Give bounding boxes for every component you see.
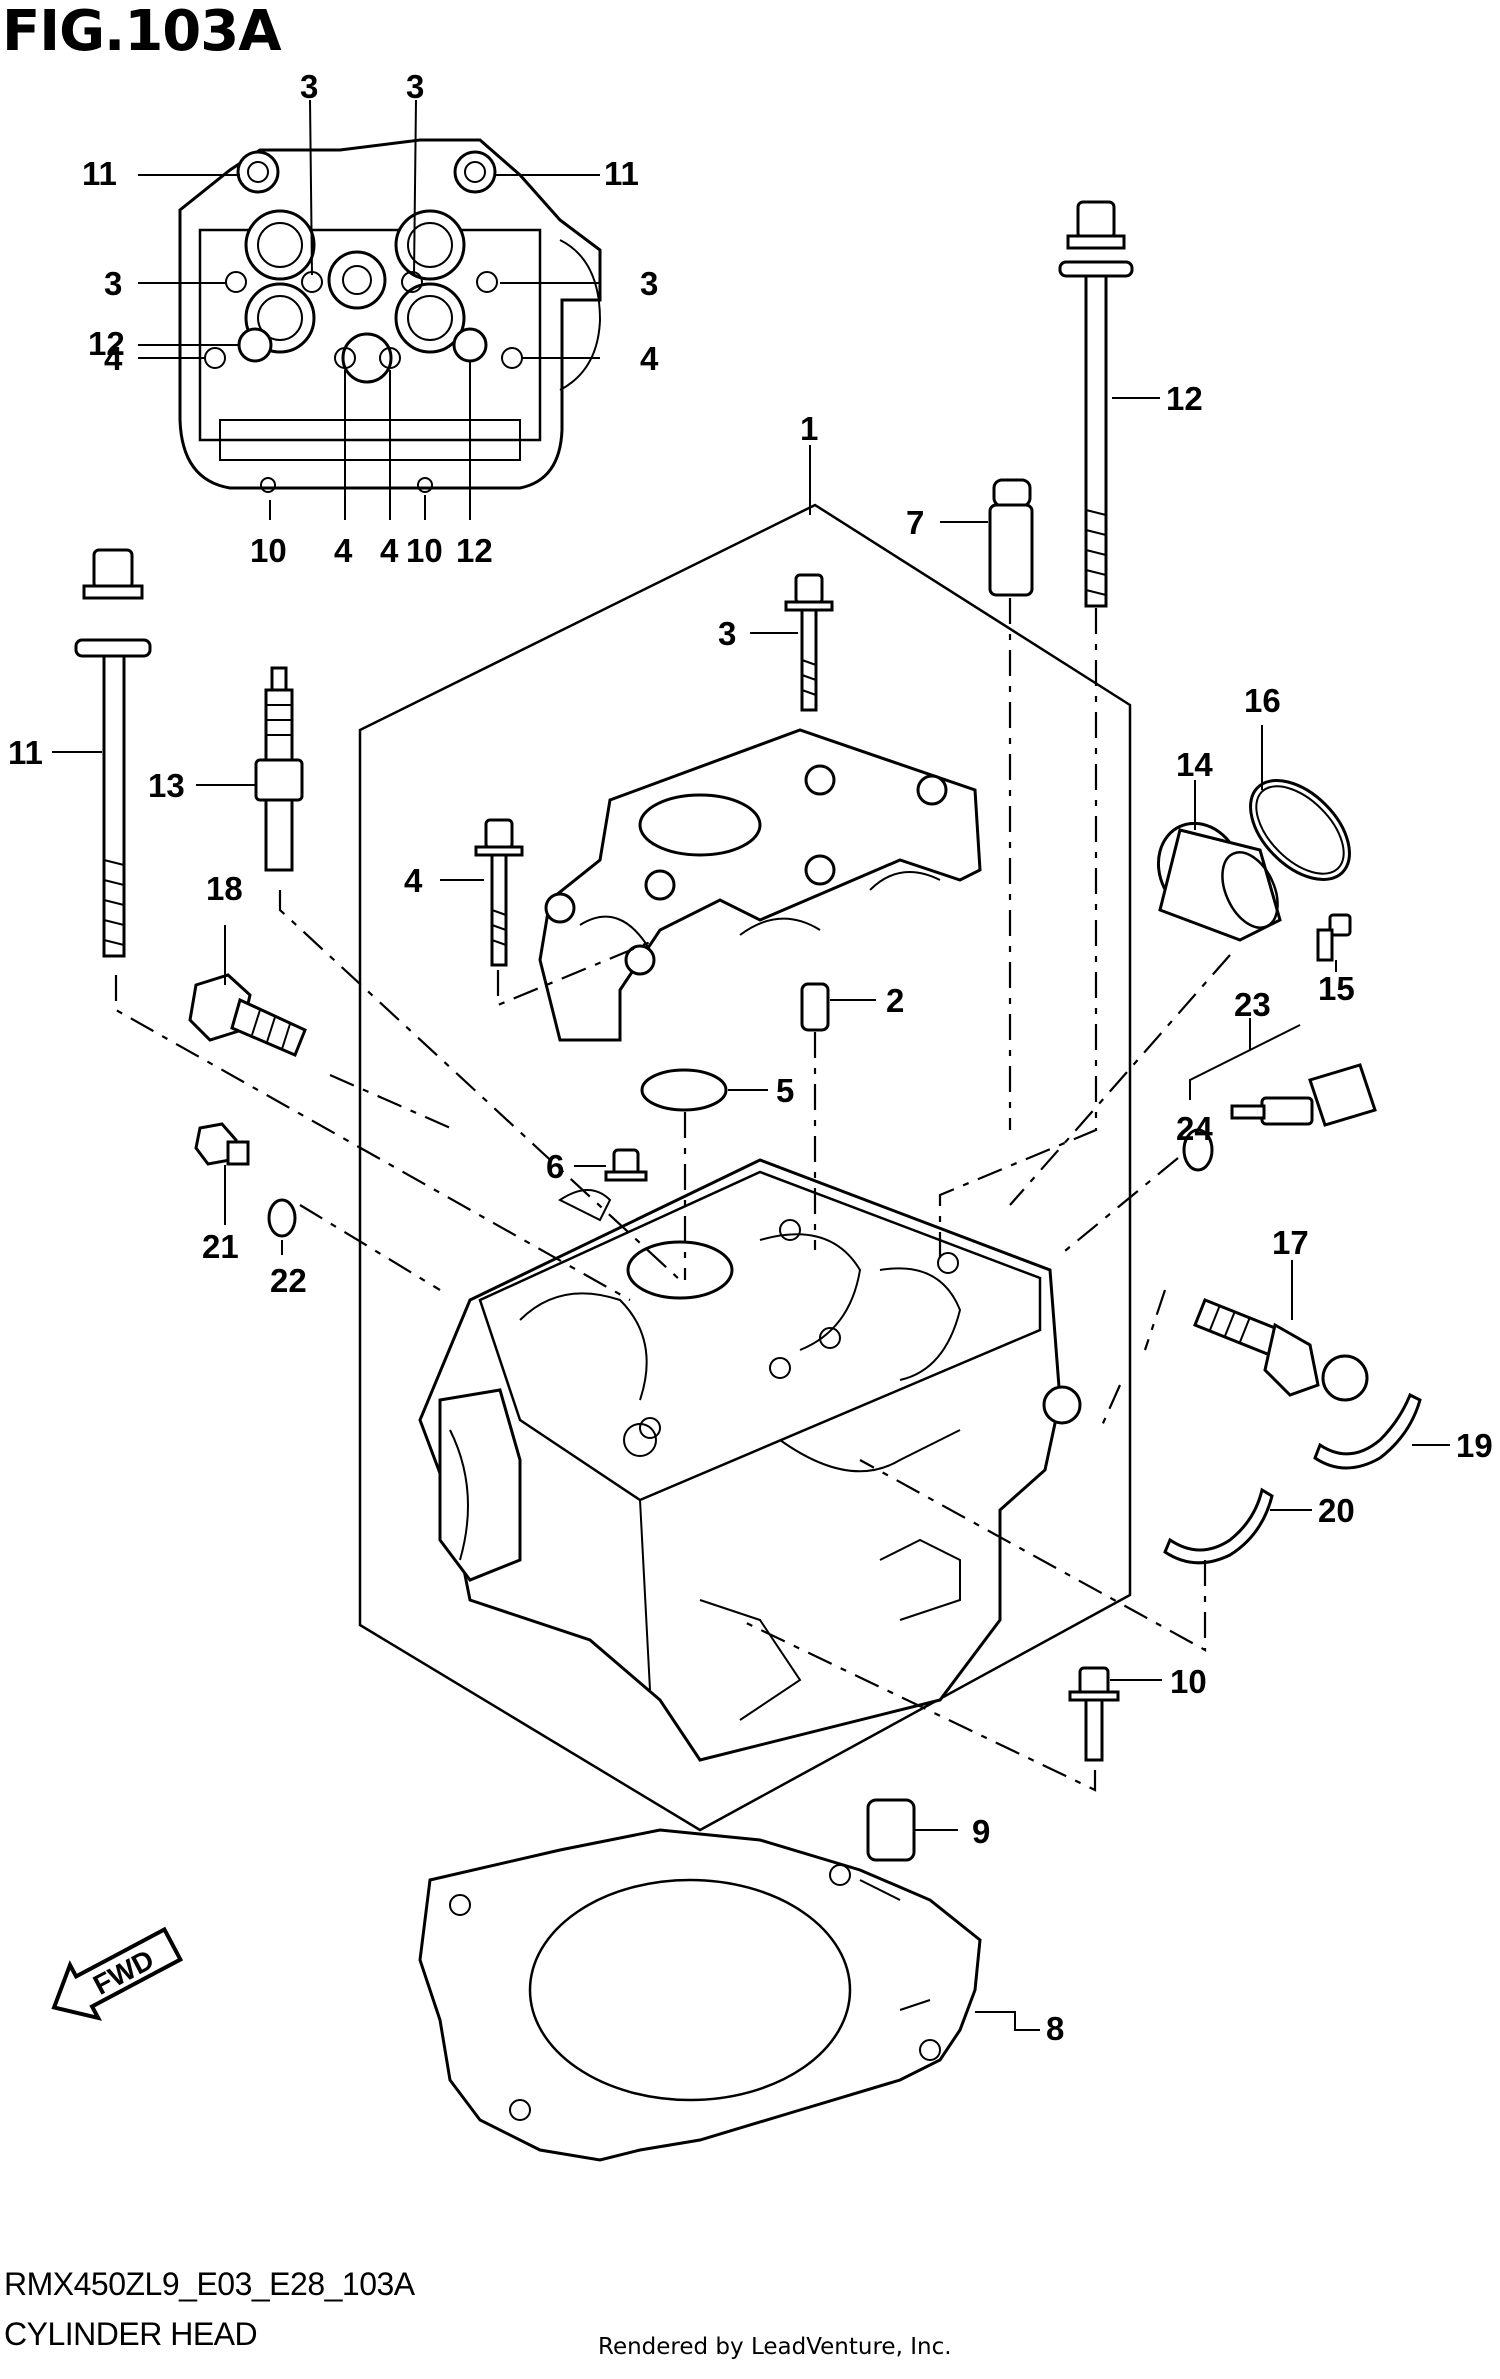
callout-top-3b: 3 xyxy=(406,68,424,105)
callout-top-11l: 11 xyxy=(82,155,117,192)
render-credit: Rendered by LeadVenture, Inc. xyxy=(598,2334,952,2360)
callout-23: 23 xyxy=(1234,986,1271,1023)
callout-20: 20 xyxy=(1318,1492,1355,1529)
callout-top-3a: 3 xyxy=(300,68,318,105)
callout-3: 3 xyxy=(718,615,736,652)
bolt-17 xyxy=(1193,1298,1369,1402)
callout-5: 5 xyxy=(776,1072,794,1109)
callout-7: 7 xyxy=(906,504,924,541)
o-ring-5 xyxy=(640,1068,728,1112)
spark-plug-13 xyxy=(254,666,304,872)
callout-22: 22 xyxy=(270,1262,307,1299)
callout-17: 17 xyxy=(1272,1224,1309,1261)
sensor-23 xyxy=(1230,1063,1377,1127)
callout-top-3c: 3 xyxy=(104,265,122,302)
clamp-16 xyxy=(1249,779,1351,881)
bolt-11 xyxy=(74,548,152,958)
callout-12: 12 xyxy=(1166,380,1203,417)
figure-name: CYLINDER HEAD xyxy=(4,2316,258,2352)
callout-top-3d: 3 xyxy=(640,265,658,302)
callout-top-4l: 4 xyxy=(104,340,123,377)
callout-top-4c: 4 xyxy=(380,532,399,569)
callout-24: 24 xyxy=(1176,1110,1213,1147)
callout-4: 4 xyxy=(404,862,423,899)
callout-1: 1 xyxy=(800,410,818,447)
callout-11: 11 xyxy=(8,734,43,771)
camshaft-holder xyxy=(538,728,982,1042)
head-gasket-8 xyxy=(418,1828,982,2162)
dowel-pin-2 xyxy=(800,982,830,1032)
callout-top-11r: 11 xyxy=(604,155,639,192)
fwd-arrow-icon: FWD xyxy=(51,1926,184,2021)
assembly-boundary xyxy=(358,503,1132,1832)
bolt-3 xyxy=(784,573,834,712)
callout-2: 2 xyxy=(886,982,904,1019)
callout-top-12: 12 xyxy=(88,325,125,362)
dowel-9 xyxy=(866,1798,916,1862)
callout-14: 14 xyxy=(1176,746,1213,783)
callout-8: 8 xyxy=(1046,2010,1064,2047)
callout-top-10a: 10 xyxy=(250,532,287,569)
callout-top-4r: 4 xyxy=(640,340,659,377)
bolt-4 xyxy=(474,818,524,967)
cylinder-head-1 xyxy=(418,1158,1082,1762)
intake-pipe-14 xyxy=(1156,821,1282,942)
callout-10: 10 xyxy=(1170,1663,1207,1700)
bolt-12 xyxy=(1058,200,1134,608)
callout-18: 18 xyxy=(206,870,243,907)
washer-22 xyxy=(267,1198,297,1238)
callout-19: 19 xyxy=(1456,1427,1493,1464)
figure-title: FIG.103A xyxy=(2,0,282,64)
callout-21: 21 xyxy=(202,1228,239,1265)
clip-19 xyxy=(1313,1392,1422,1470)
callout-6: 6 xyxy=(546,1148,564,1185)
figure-code: RMX450ZL9_E03_E28_103A xyxy=(4,2266,415,2302)
lifter-7 xyxy=(988,478,1034,597)
clip-20 xyxy=(1163,1487,1274,1565)
callout-labels: 3 3 11 11 3 3 12 4 4 10 4 4 10 12 1 2 3 … xyxy=(8,68,1493,2047)
callout-top-10b: 10 xyxy=(406,532,443,569)
screw-15 xyxy=(1316,913,1352,962)
top-view-inset xyxy=(138,99,602,520)
callout-16: 16 xyxy=(1244,682,1281,719)
bolt-21 xyxy=(194,1122,250,1166)
callout-top-12b: 12 xyxy=(456,532,493,569)
callout-9: 9 xyxy=(972,1813,990,1850)
callout-top-4b: 4 xyxy=(334,532,353,569)
plug-6 xyxy=(604,1148,648,1182)
bolt-18 xyxy=(188,973,307,1057)
callout-13: 13 xyxy=(148,767,185,804)
bolt-10 xyxy=(1068,1666,1120,1762)
o-ring-24 xyxy=(1182,1128,1214,1172)
callout-15: 15 xyxy=(1318,970,1355,1007)
